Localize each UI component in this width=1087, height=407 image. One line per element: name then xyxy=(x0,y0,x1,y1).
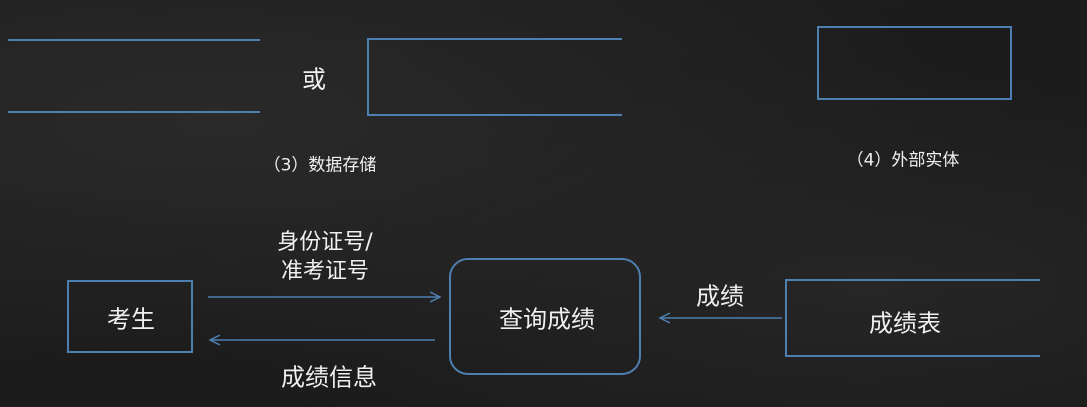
data-store-box xyxy=(785,279,1040,357)
external-entity-caption: （4）外部实体 xyxy=(846,150,960,171)
response-flow-label: 成绩信息 xyxy=(281,363,377,392)
entity-label: 考生 xyxy=(107,305,155,334)
process-box xyxy=(449,258,641,375)
data-store-caption: （3）数据存储 xyxy=(263,155,377,176)
external-entity-symbol xyxy=(817,26,1012,100)
or-text: 或 xyxy=(302,65,326,94)
process-label: 查询成绩 xyxy=(499,305,595,334)
request-flow-label-line2: 准考证号 xyxy=(280,259,370,284)
data-store-symbol-open-box xyxy=(367,38,622,116)
store-flow-label: 成绩 xyxy=(696,282,744,311)
data-store-symbol-lines xyxy=(8,39,260,113)
entity-box xyxy=(67,280,193,353)
request-flow-label-line1: 身份证号/ xyxy=(277,230,373,255)
data-store-label: 成绩表 xyxy=(869,309,941,338)
